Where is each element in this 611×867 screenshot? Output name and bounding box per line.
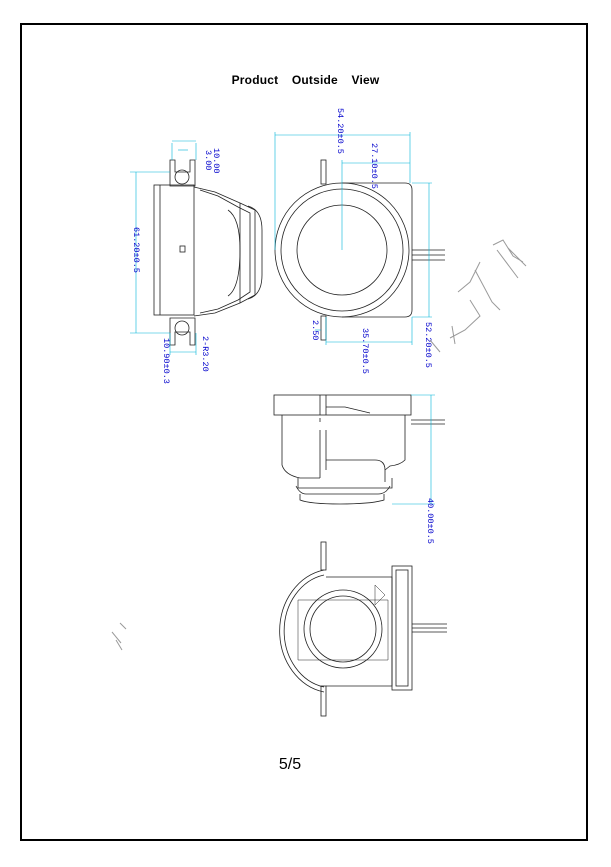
dim-offset: 35.70±0.5: [360, 328, 370, 374]
top-view: [273, 394, 445, 505]
dim-plate-thickness: 2.50: [310, 320, 320, 340]
side-view: [153, 159, 263, 346]
bottom-view: [279, 541, 447, 717]
dim-overall-width: 54.20±0.5: [335, 108, 345, 154]
dim-slot-width: 3.00: [203, 150, 213, 170]
top-view-dimension-lines: [392, 394, 435, 505]
watermark: [111, 239, 527, 651]
dim-hole-pitch: 10.90±0.3: [161, 338, 171, 384]
page-number: 5/5: [278, 756, 302, 773]
front-view-dimension-lines: [274, 132, 432, 345]
dim-side-height: 61.20±0.5: [131, 227, 141, 273]
dim-half-width: 27.10±0.5: [369, 143, 379, 189]
dim-top-gap: 10.00: [211, 148, 221, 174]
page-title: Product Outside View: [231, 73, 380, 87]
side-view-dimension-lines: [130, 140, 197, 355]
dim-holes: 2-R3.20: [200, 336, 210, 372]
dim-depth: 40.00±0.5: [425, 498, 435, 544]
page-frame: [20, 23, 588, 841]
dim-flange-height: 52.20±0.5: [423, 322, 433, 368]
front-view: [274, 159, 445, 341]
